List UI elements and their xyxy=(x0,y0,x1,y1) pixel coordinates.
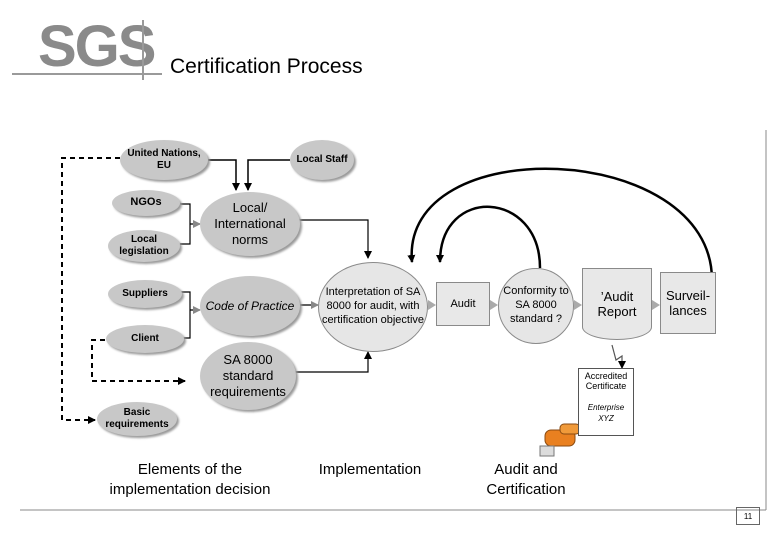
dashed-loop-inner xyxy=(91,339,186,385)
node-audit: Audit xyxy=(436,282,490,326)
arc-surveillance-to-interpretation xyxy=(407,167,714,281)
node-sa8000-standard: SA 8000 standard requirements xyxy=(200,342,296,410)
certificate-title: Accredited Certificate xyxy=(584,371,628,391)
page-number: 11 xyxy=(736,507,760,525)
node-interpretation: Interpretation of SA 8000 for audit, wit… xyxy=(318,262,428,352)
arrow-staff-to-norms xyxy=(244,159,290,191)
node-local-international-norms: Local/ International norms xyxy=(200,192,300,256)
node-code-of-practice: Code of Practice xyxy=(200,276,300,336)
page-title: Certification Process xyxy=(170,55,363,78)
bracket-ngos-legislation xyxy=(180,203,200,245)
logo-divider-horizontal xyxy=(12,73,162,75)
arrow-un-to-norms xyxy=(205,159,240,191)
phase-implementation-label: Implementation xyxy=(318,461,422,478)
dashed-loop-outer xyxy=(61,157,120,424)
sgs-logo: SGS xyxy=(38,14,156,79)
node-surveillances: Surveil- lances xyxy=(660,272,716,334)
arrow-interpretation-to-audit xyxy=(428,300,436,310)
node-local-legislation: Local legislation xyxy=(108,230,180,262)
arrow-sa8000-to-interpretation xyxy=(294,351,372,373)
hand-icon xyxy=(539,423,581,457)
node-local-staff: Local Staff xyxy=(290,140,354,180)
node-client: Client xyxy=(106,325,184,353)
phase-audit-certification-label: Audit and Certification xyxy=(486,461,566,499)
phase-elements-label: Elements of the implementation decision xyxy=(109,461,271,499)
node-basic-requirements: Basic requirements xyxy=(97,402,177,436)
certificate-name: XYZ xyxy=(598,414,614,423)
node-ngos: NGOs xyxy=(112,190,180,216)
certificate-enterprise: Enterprise xyxy=(587,403,625,412)
arrow-audit-to-conformity xyxy=(490,300,498,310)
arrow-report-to-certificate xyxy=(611,344,626,369)
logo-divider-vertical xyxy=(142,20,144,80)
node-audit-report: ’Audit Report xyxy=(582,268,652,340)
arrow-conformity-to-report xyxy=(574,300,582,310)
arrow-report-to-surveillance xyxy=(652,300,660,310)
bracket-suppliers-client xyxy=(180,291,200,339)
node-suppliers: Suppliers xyxy=(108,280,182,308)
accredited-certificate: Accredited Certificate Enterprise XYZ xyxy=(578,368,634,436)
node-united-nations-eu: United Nations, EU xyxy=(120,140,208,180)
arrow-norms-to-interpretation xyxy=(290,219,372,259)
arc-conformity-to-interpretation xyxy=(436,205,542,269)
node-conformity: Conformity to SA 8000 standard ? xyxy=(498,268,574,344)
